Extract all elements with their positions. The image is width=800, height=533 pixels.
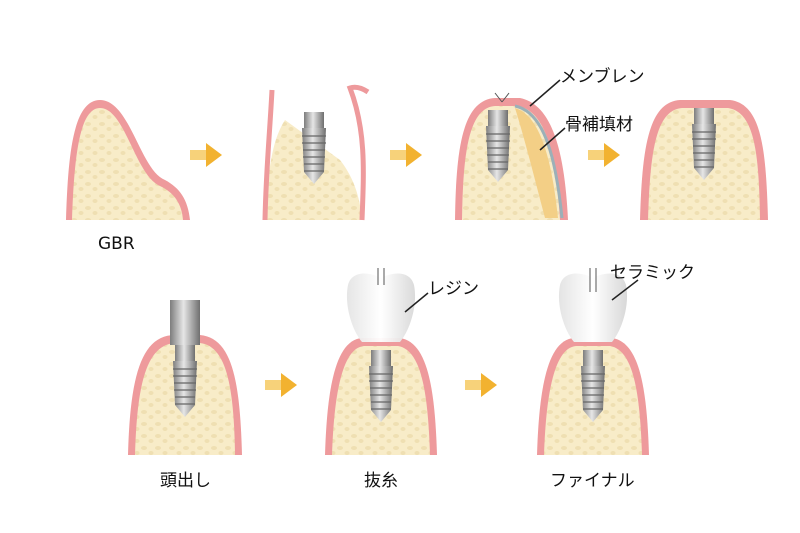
arrow-icon [588,143,620,167]
label-gbr: GBR [98,234,135,254]
label-membrane: メンブレン [560,67,645,87]
label-resin: レジン [428,279,479,299]
label-suture-removal: 抜糸 [364,471,398,491]
panel-uncovering [128,300,242,455]
label-bone-graft: 骨補填材 [565,115,633,135]
panel-ceramic-crown [537,268,649,455]
arrow-icon [390,143,422,167]
label-final: ファイナル [550,471,635,491]
panel-resin-crown [325,268,437,455]
arrow-icon [465,373,497,397]
panel-membrane-graft [455,79,568,220]
label-uncovering: 頭出し [160,471,211,491]
panel-gbr-ridge [66,100,190,220]
arrow-icon [190,143,222,167]
panel-implant-placement [262,84,370,221]
arrow-icon [265,373,297,397]
label-ceramic: セラミック [610,263,695,283]
panel-healed [640,100,768,220]
